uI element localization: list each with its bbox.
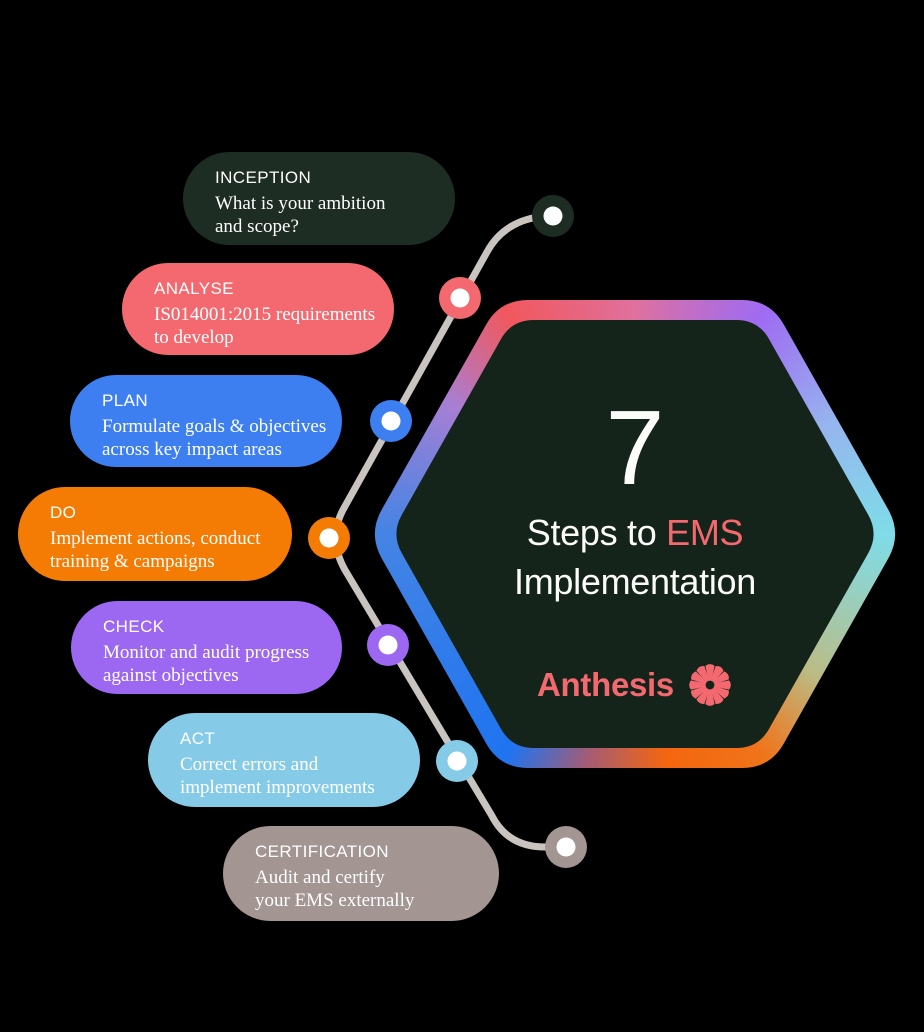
step-description: Implement actions, conduct training & ca…: [50, 528, 261, 573]
title-highlight: EMS: [666, 512, 744, 553]
infographic-title: Steps to EMS Implementation: [514, 509, 756, 606]
brand-wordmark: Anthesis: [537, 666, 674, 704]
hexagon-badge: 7 Steps to EMS Implementation Anthesis: [368, 300, 902, 768]
step-node-inception: [532, 195, 574, 237]
title-line2: Implementation: [514, 560, 756, 602]
step-description: IS014001:2015 requirements to develop: [154, 304, 376, 349]
step-pill-inception: INCEPTION What is your ambition and scop…: [183, 152, 455, 245]
node-dot: [556, 837, 576, 857]
step-label: INCEPTION: [215, 168, 312, 187]
step-pill-analyse: ANALYSE IS014001:2015 requirements to de…: [122, 263, 394, 355]
step-node-do: [308, 517, 350, 559]
step-description: Monitor and audit progress against objec…: [103, 642, 310, 687]
brand-logo: Anthesis: [537, 662, 733, 708]
node-dot: [450, 288, 470, 308]
step-pill-plan: PLAN Formulate goals & objectives across…: [70, 375, 342, 467]
step-description: Audit and certify your EMS externally: [255, 867, 415, 912]
node-dot: [319, 528, 339, 548]
step-node-plan: [370, 400, 412, 442]
step-node-act: [436, 740, 478, 782]
step-description: Formulate goals & objectives across key …: [102, 416, 327, 461]
step-pill-certification: CERTIFICATION Audit and certify your EMS…: [223, 826, 499, 921]
step-description: Correct errors and implement improvement…: [180, 754, 375, 799]
step-node-analyse: [439, 277, 481, 319]
step-node-certification: [545, 826, 587, 868]
step-node-check: [367, 624, 409, 666]
step-label: CHECK: [103, 617, 165, 636]
step-pill-act: ACT Correct errors and implement improve…: [148, 713, 420, 807]
step-pill-do: DO Implement actions, conduct training &…: [18, 487, 292, 581]
step-label: ANALYSE: [154, 279, 234, 298]
node-dot: [447, 751, 467, 771]
node-dot: [543, 206, 563, 226]
step-label: PLAN: [102, 391, 149, 410]
node-dot: [381, 411, 401, 431]
title-prefix: Steps to: [526, 512, 667, 553]
step-count-number: 7: [605, 389, 665, 507]
step-description: What is your ambition and scope?: [215, 193, 386, 238]
starburst-icon: [689, 664, 731, 707]
step-pill-check: CHECK Monitor and audit progress against…: [71, 601, 342, 694]
node-dot: [378, 635, 398, 655]
hexagon-content: 7 Steps to EMS Implementation Anthesis: [368, 300, 902, 768]
step-label: CERTIFICATION: [255, 842, 389, 861]
step-label: DO: [50, 503, 77, 522]
step-label: ACT: [180, 729, 216, 748]
